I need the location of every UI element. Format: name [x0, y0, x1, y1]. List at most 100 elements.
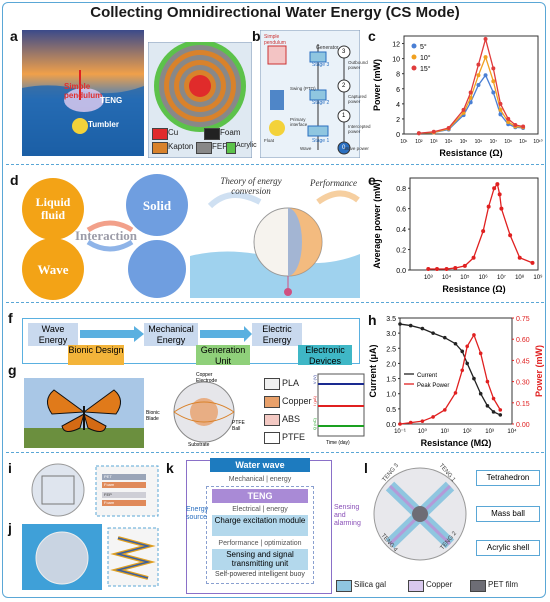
- legend-marker: [411, 54, 417, 60]
- electric-energy-box: Electric Energy: [252, 323, 302, 346]
- layered-teng-illustration: [31, 463, 159, 517]
- x-tick-label: 10⁰: [418, 428, 428, 435]
- x-tick-label: 10³: [485, 429, 494, 435]
- data-point: [491, 90, 496, 95]
- x-tick-label: 10¹: [440, 429, 449, 435]
- data-point: [426, 266, 431, 271]
- legend-label: 10°: [420, 54, 431, 62]
- y1-tick-label: 3.0: [386, 331, 396, 338]
- g-ylabel-i: I (μA): [312, 396, 317, 406]
- y-axis-label: Average power (mW): [372, 179, 382, 268]
- y2-tick-label: 0.00: [516, 422, 530, 429]
- b-stage2: Stage 2: [312, 100, 330, 106]
- panel-label-i: i: [8, 460, 12, 476]
- layer-foam-1: Foam: [104, 482, 115, 487]
- legend-marker: [411, 43, 417, 49]
- data-point: [492, 186, 497, 191]
- y2-tick-label: 0.15: [516, 401, 530, 408]
- legend-swatch-acrylic: [226, 142, 236, 154]
- separator: [6, 452, 544, 453]
- panel-label-a: a: [10, 28, 18, 44]
- charge-module-box: Charge excitation module: [212, 515, 308, 536]
- data-point: [485, 379, 490, 384]
- x-tick-label: 10⁴: [442, 274, 452, 281]
- data-point: [453, 391, 458, 395]
- y2-tick-label: 0.45: [516, 358, 530, 365]
- copper-electrode-label: Copper Electrode: [196, 372, 218, 384]
- legend-swatch-kapton: [152, 142, 168, 154]
- b-captured: Captured power: [348, 94, 367, 104]
- figure-title: Collecting Omnidirectional Water Energy …: [90, 4, 460, 21]
- label-ptfe: PTFE: [282, 432, 306, 442]
- data-point: [506, 119, 511, 124]
- data-point: [481, 229, 486, 234]
- legend-label-kapton: Kapton: [168, 142, 194, 151]
- simple-pendulum-label: Simple pendulum: [64, 82, 103, 100]
- legend-label: Peak Power: [417, 383, 449, 389]
- x-axis-label: Resistance (Ω): [439, 148, 502, 158]
- data-point: [491, 79, 496, 84]
- swatch-pet: [470, 580, 486, 592]
- tumbler-ball-shape: [72, 118, 88, 134]
- b-stage3: Stage 3: [312, 62, 330, 68]
- electronic-devices-box: Electronic Devices: [298, 345, 352, 366]
- wave-circle: [22, 238, 84, 300]
- swatch-pla: [264, 378, 280, 390]
- teng-label: TENG: [100, 96, 123, 105]
- data-point: [491, 410, 496, 414]
- legend-label: 15°: [420, 65, 431, 73]
- separator: [6, 164, 544, 165]
- mechanical-energy-box: Mechanical Energy: [144, 323, 198, 346]
- y1-tick-label: 1.5: [386, 377, 396, 384]
- data-point: [476, 83, 481, 87]
- x-tick-label: 10²: [415, 139, 423, 145]
- data-point: [472, 333, 476, 337]
- data-point: [506, 116, 511, 121]
- panel-label-f: f: [8, 310, 13, 326]
- legend-label-acrylic: Acrylic: [236, 142, 257, 149]
- butterfly-photo: [24, 378, 144, 448]
- electrical-energy-text: Electrical | energy: [232, 506, 288, 513]
- b-node-0: 0: [342, 145, 346, 151]
- plot-area: [403, 35, 539, 135]
- legend-swatch-foam: [204, 128, 220, 140]
- data-point: [517, 255, 522, 260]
- swatch-silica: [336, 580, 352, 592]
- legend-label-cu: Cu: [168, 128, 179, 137]
- acrylic-shell-callout: Acrylic shell: [476, 540, 540, 556]
- data-point: [495, 182, 500, 187]
- sensing-unit-box: Sensing and signal transmitting unit: [212, 549, 308, 570]
- y-tick-label: 0.2: [396, 248, 406, 255]
- label-copper: Copper: [282, 396, 312, 406]
- data-point: [491, 396, 496, 401]
- data-point: [468, 95, 473, 100]
- x-tick-label: 10¹⁰: [533, 139, 542, 145]
- performance-opt-text: Performance | optimization: [218, 540, 302, 547]
- data-point: [435, 266, 440, 271]
- label-copper-l: Copper: [426, 580, 453, 589]
- label-pet: PET film: [488, 580, 519, 589]
- b-outbound: Outbound power: [348, 60, 368, 70]
- x-tick-label: 10⁸: [504, 139, 512, 145]
- y-tick-label: 0.6: [396, 207, 406, 214]
- x-tick-label: 10⁹: [519, 139, 527, 145]
- y1-tick-label: 1.0: [386, 392, 396, 399]
- data-point: [443, 408, 447, 412]
- flow-frame: [22, 318, 360, 364]
- energy-stage-diagram: [260, 30, 360, 158]
- data-point: [483, 37, 488, 42]
- swatch-abs: [264, 414, 280, 426]
- data-point: [498, 101, 503, 106]
- b-simple-pendulum: Simple pendulum: [264, 34, 286, 46]
- data-point: [465, 361, 469, 366]
- x-tick-label: 10⁸: [515, 274, 525, 281]
- buoy-illustration: [190, 190, 360, 298]
- y-tick-label: 4: [396, 102, 400, 109]
- data-point: [416, 131, 421, 136]
- y-tick-label: 0: [396, 132, 400, 139]
- g-xlabel: Time (day): [326, 440, 350, 446]
- data-point: [453, 341, 458, 346]
- data-point: [498, 413, 503, 417]
- x-tick-label: 10³: [430, 139, 438, 145]
- x-tick-label: 10³: [424, 275, 433, 281]
